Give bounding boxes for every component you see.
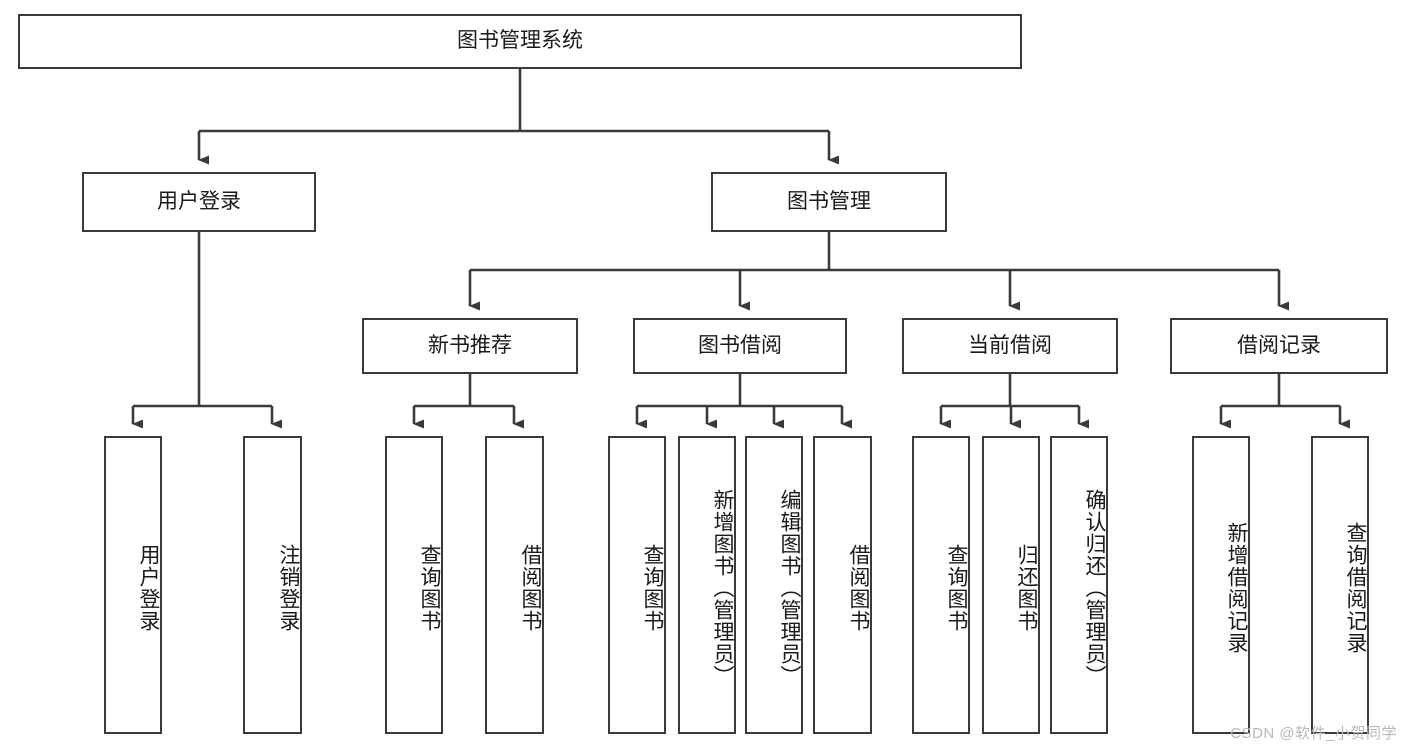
leaf-node[interactable]: 编辑图书（管理员） [745,436,803,734]
node-book-management-label: 图书管理 [787,189,871,213]
leaf-node-label: 借阅图书 [519,544,542,632]
node-user-login-label: 用户登录 [157,189,241,213]
node-current-borrow-label: 当前借阅 [968,333,1052,357]
node-borrow-record[interactable]: 借阅记录 [1170,318,1388,374]
leaf-node-label: 新增借阅记录 [1225,522,1248,654]
leaf-node[interactable]: 查询借阅记录 [1311,436,1369,734]
leaf-node-label: 用户登录 [137,544,160,632]
node-root-label: 图书管理系统 [457,29,583,53]
leaf-node[interactable]: 查询图书 [608,436,666,734]
leaf-node-label: 查询图书 [945,544,968,632]
node-new-book-recommend[interactable]: 新书推荐 [362,318,578,374]
leaf-node[interactable]: 确认归还（管理员） [1050,436,1108,734]
leaf-node[interactable]: 用户登录 [104,436,162,734]
node-book-management[interactable]: 图书管理 [711,172,947,232]
leaf-node[interactable]: 查询图书 [385,436,443,734]
leaf-node-label: 注销登录 [277,544,300,632]
leaf-node[interactable]: 新增图书（管理员） [678,436,736,734]
csdn-watermark: CSDN @软件_小贺同学 [1230,725,1397,742]
leaf-node[interactable]: 注销登录 [243,436,302,734]
node-borrow-record-label: 借阅记录 [1237,333,1321,357]
node-current-borrow[interactable]: 当前借阅 [902,318,1118,374]
leaf-node[interactable]: 新增借阅记录 [1192,436,1250,734]
leaf-node-label: 编辑图书（管理员） [778,489,801,687]
leaf-node-label: 归还图书 [1015,544,1038,632]
leaf-node[interactable]: 查询图书 [912,436,970,734]
node-book-borrow-label: 图书借阅 [698,333,782,357]
leaf-node-label: 查询图书 [418,544,441,632]
node-book-borrow[interactable]: 图书借阅 [633,318,847,374]
leaf-node-label: 借阅图书 [847,544,870,632]
leaf-node[interactable]: 借阅图书 [813,436,872,734]
node-new-book-recommend-label: 新书推荐 [428,333,512,357]
leaf-node-label: 查询借阅记录 [1344,522,1367,654]
leaf-node[interactable]: 归还图书 [982,436,1040,734]
leaf-node[interactable]: 借阅图书 [485,436,544,734]
leaf-node-label: 确认归还（管理员） [1083,489,1106,687]
leaf-node-label: 查询图书 [641,544,664,632]
node-root[interactable]: 图书管理系统 [18,14,1022,69]
leaf-node-label: 新增图书（管理员） [711,489,734,687]
node-user-login[interactable]: 用户登录 [82,172,316,232]
